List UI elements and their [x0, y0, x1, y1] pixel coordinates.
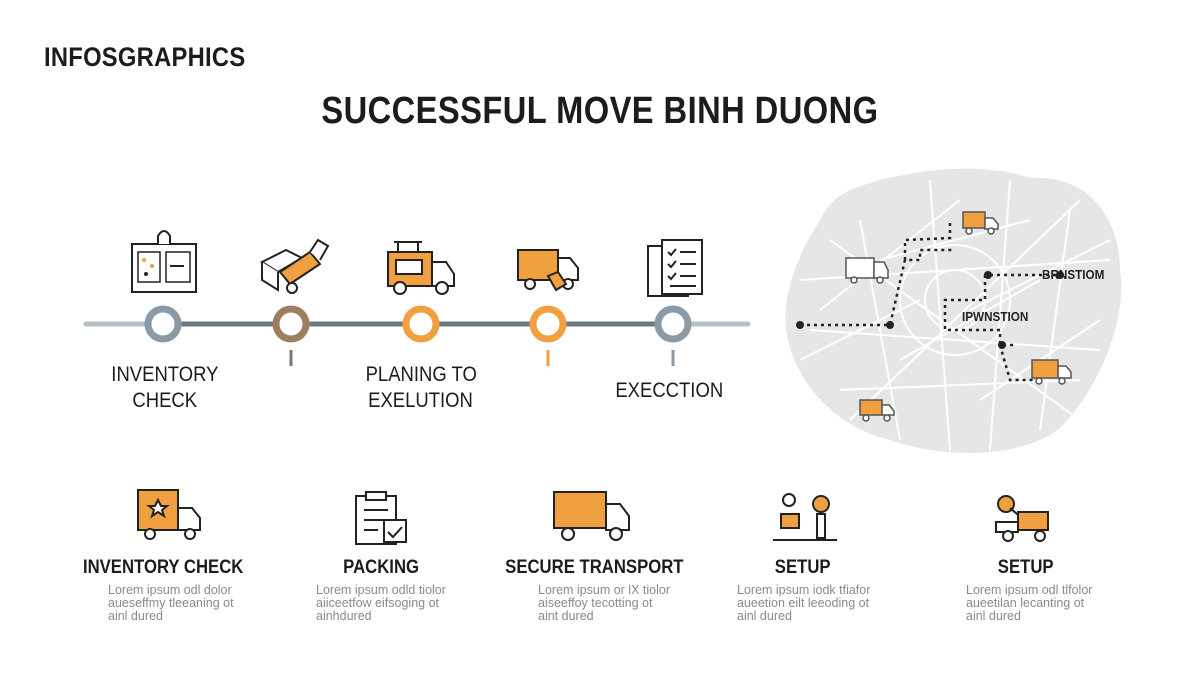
- route-points: [796, 271, 1064, 349]
- map-truck-icon: [962, 211, 999, 235]
- route-lines: [800, 220, 1060, 382]
- inventory-board-icon: [131, 230, 197, 293]
- timeline-node-2: [272, 305, 310, 366]
- brand-title: INFOSGRAPHICS: [44, 42, 246, 72]
- timeline-label-5: EXECCTION: [615, 379, 723, 402]
- packing-boxes-icon: [259, 238, 330, 294]
- feature-title-transport: SECURE TRANSPORT: [504, 557, 684, 578]
- map-label-1: BRNSTIOM: [1042, 267, 1105, 282]
- page-title: SUCCESSFUL MOVE BINH DUONG: [321, 90, 879, 132]
- feature-title-setup-1: SETUP: [775, 557, 831, 578]
- moving-truck-icon: [387, 241, 455, 295]
- inventory-truck-icon: [137, 489, 201, 540]
- map-truck-icon: [1031, 359, 1072, 385]
- timeline-node-3: [402, 305, 440, 343]
- feature-title-setup-2: SETUP: [998, 557, 1054, 578]
- feature-title-packing: PACKING: [343, 557, 419, 578]
- setup-tools-icon: [773, 493, 837, 541]
- checklist-icon: [647, 239, 703, 297]
- feature-icons: [137, 489, 1049, 545]
- timeline-node-5: [654, 305, 692, 366]
- feature-title-inventory: INVENTORY CHECK: [82, 557, 244, 578]
- timeline-node-1: [144, 305, 182, 343]
- map-truck-icon: [845, 257, 889, 284]
- transport-truck-icon: [553, 491, 630, 541]
- truck-loading-icon: [517, 249, 579, 292]
- setup-vehicle-icon: [995, 495, 1049, 542]
- city-map: [785, 168, 1122, 453]
- map-label-2: IPWNSTION: [962, 309, 1029, 324]
- timeline-node-4: [529, 305, 567, 366]
- map-region: [785, 168, 1122, 453]
- timeline: [83, 230, 751, 366]
- map-truck-icon: [859, 399, 895, 422]
- clipboard-check-icon: [355, 491, 407, 545]
